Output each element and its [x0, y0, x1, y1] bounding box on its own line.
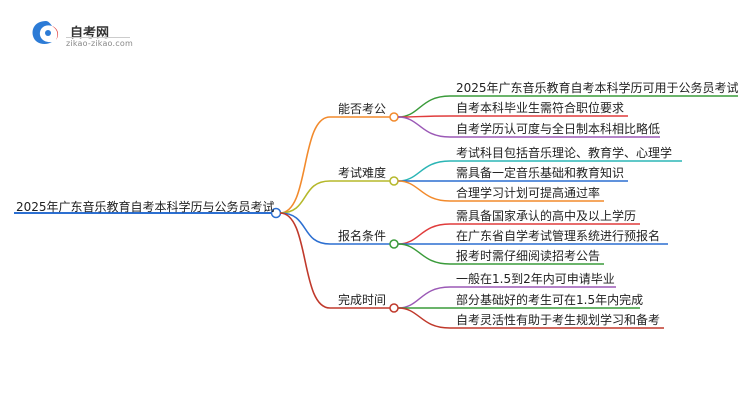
branch-label-3[interactable]: 报名条件 [338, 229, 387, 243]
leaf-1-1[interactable]: 2025年广东音乐教育自考本科学历可用于公务员考试 [456, 81, 739, 95]
leaf-3-2[interactable]: 在广东省自学考试管理系统进行预报名 [456, 229, 661, 243]
leaf-3-1[interactable]: 需具备国家承认的高中及以上学历 [456, 209, 637, 223]
logo-icon [32, 21, 59, 44]
branch-label-1[interactable]: 能否考公 [338, 102, 387, 116]
leaf-2-3[interactable]: 合理学习计划可提高通过率 [456, 186, 601, 200]
root-topic[interactable]: 2025年广东音乐教育自考本科学历与公务员考试 [16, 200, 275, 214]
leaf-4-3[interactable]: 自考灵活性有助于考生规划学习和备考 [456, 313, 661, 327]
branch-node-4 [389, 303, 399, 313]
leaf-1-3[interactable]: 自考学历认可度与全日制本科相比略低 [456, 122, 661, 136]
site-url: zikao-zikao.com [66, 39, 133, 48]
branch-node-1 [389, 112, 399, 122]
logo-divider [66, 37, 130, 38]
branch-label-2[interactable]: 考试难度 [338, 166, 387, 180]
leaf-2-1[interactable]: 考试科目包括音乐理论、教育学、心理学 [456, 146, 673, 160]
branch-node-2 [389, 176, 399, 186]
leaf-3-3[interactable]: 报考时需仔细阅读招考公告 [456, 249, 601, 263]
leaf-4-2[interactable]: 部分基础好的考生可在1.5年内完成 [456, 293, 644, 307]
leaf-4-1[interactable]: 一般在1.5到2年内可申请毕业 [456, 272, 615, 286]
leaf-2-2[interactable]: 需具备一定音乐基础和教育知识 [456, 166, 625, 180]
leaf-1-2[interactable]: 自考本科毕业生需符合职位要求 [456, 101, 625, 115]
branch-label-4[interactable]: 完成时间 [338, 293, 387, 307]
site-logo[interactable] [28, 18, 158, 52]
branch-node-3 [389, 239, 399, 249]
